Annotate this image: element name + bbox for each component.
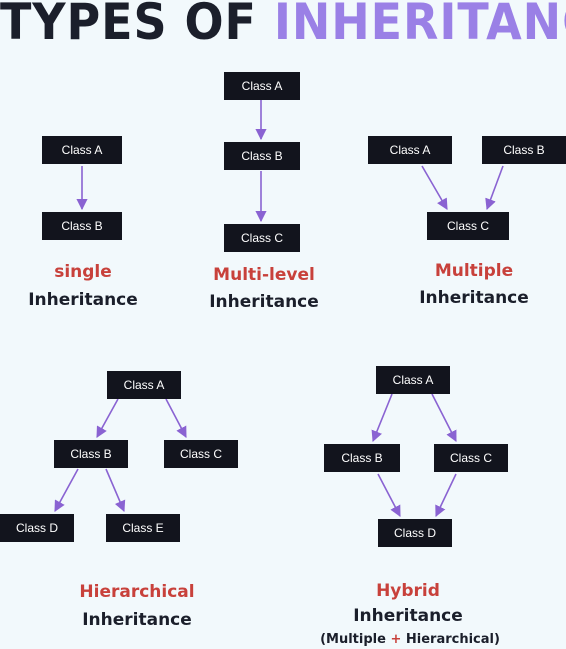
single-class-a: Class A xyxy=(42,136,122,164)
multilevel-class-c: Class C xyxy=(224,224,300,252)
hybrid-name: Hybrid xyxy=(376,581,440,601)
hierarchical-class-e: Class E xyxy=(106,514,180,542)
multiple-class-a: Class A xyxy=(368,136,452,164)
hybrid-note: (Multiple + Hierarchical) xyxy=(320,632,500,647)
hierarchical-class-a: Class A xyxy=(107,371,181,399)
hybrid-arrow-c-d xyxy=(435,473,457,518)
hybrid-class-b: Class B xyxy=(324,444,400,472)
multilevel-caption: Inheritance xyxy=(209,292,319,312)
single-class-b: Class B xyxy=(42,212,122,240)
hierarchical-arrow-b-e xyxy=(105,468,126,513)
hierarchical-class-d: Class D xyxy=(0,514,74,542)
hybrid-note-open: (Multiple xyxy=(320,632,386,647)
hybrid-arrow-b-d xyxy=(377,473,401,517)
hybrid-note-close: Hierarchical) xyxy=(405,632,500,647)
hybrid-caption: Inheritance xyxy=(353,606,463,626)
hierarchical-arrow-a-c xyxy=(165,398,187,438)
multiple-caption: Inheritance xyxy=(419,288,529,308)
hybrid-note-plus: + xyxy=(390,632,402,647)
hierarchical-arrow-b-d xyxy=(54,468,79,512)
multilevel-name: Multi-level xyxy=(213,265,315,285)
multiple-arrow-b-c xyxy=(485,165,504,211)
hybrid-class-a: Class A xyxy=(376,366,450,394)
multilevel-class-b: Class B xyxy=(224,142,300,170)
multiple-class-c: Class C xyxy=(427,212,509,240)
hierarchical-class-b: Class B xyxy=(54,440,128,468)
title-part-2: INHERITANCE xyxy=(273,0,566,51)
multiple-name: Multiple xyxy=(434,261,514,281)
page-title: TYPES OF INHERITANCE xyxy=(0,0,566,52)
multiple-arrow-a-c xyxy=(421,165,448,210)
hybrid-class-c: Class C xyxy=(434,444,508,472)
multilevel-class-a: Class A xyxy=(224,72,300,100)
hybrid-class-d: Class D xyxy=(378,519,452,547)
single-caption: Inheritance xyxy=(28,290,138,310)
hierarchical-caption: Inheritance xyxy=(82,610,192,630)
hierarchical-name: Hierarchical xyxy=(79,582,195,602)
hierarchical-arrow-a-b xyxy=(96,398,119,438)
multiple-class-b: Class B xyxy=(482,136,566,164)
single-name: single xyxy=(54,262,112,282)
hybrid-arrow-a-c xyxy=(431,393,457,442)
hybrid-arrow-a-b xyxy=(371,393,393,443)
hierarchical-class-c: Class C xyxy=(164,440,238,468)
title-part-1: TYPES OF xyxy=(0,0,257,51)
